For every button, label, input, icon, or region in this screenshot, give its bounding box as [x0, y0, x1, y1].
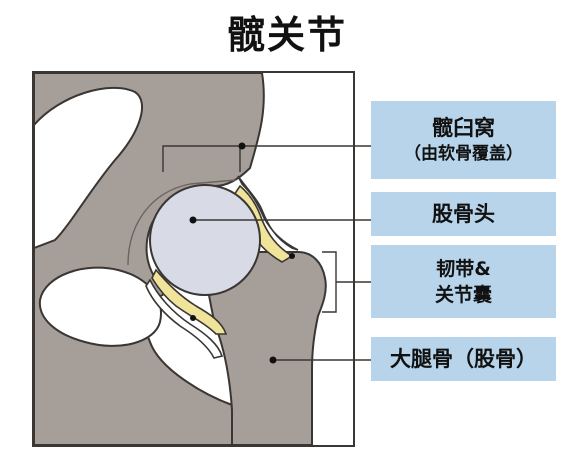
acetabulum-arc [127, 179, 237, 266]
label-acetabulum-main: 髋臼窝 [432, 116, 495, 140]
label-acetabulum-sub: （由软骨覆盖） [404, 144, 523, 164]
point-femoral-head [189, 216, 197, 224]
diagram-title: 髋关节 [226, 13, 347, 57]
label-ligaments-line1: 韧带& [436, 257, 491, 280]
femoral-head [149, 184, 261, 296]
label-acetabulum: 髋臼窝 （由软骨覆盖） [371, 101, 556, 179]
label-femur-main: 大腿骨（股骨） [390, 347, 537, 371]
point-acetabulum [238, 142, 246, 150]
cartilage-lower [151, 268, 228, 335]
point-cartilage-lower [190, 315, 196, 321]
capsule-lower [145, 278, 224, 359]
acetabulum-bracket [162, 145, 241, 172]
label-femoral-head-main: 股骨头 [432, 202, 495, 226]
obturator-foramen [38, 266, 162, 347]
label-femur: 大腿骨（股骨） [371, 337, 556, 381]
point-femur [269, 356, 277, 364]
label-femoral-head: 股骨头 [371, 192, 556, 236]
pelvis-notch [33, 86, 144, 250]
label-ligaments-line2: 关节囊 [434, 283, 492, 306]
point-capsule-upper [289, 253, 295, 259]
capsule-upper [237, 175, 299, 251]
label-ligaments: 韧带& 关节囊 [371, 245, 556, 318]
